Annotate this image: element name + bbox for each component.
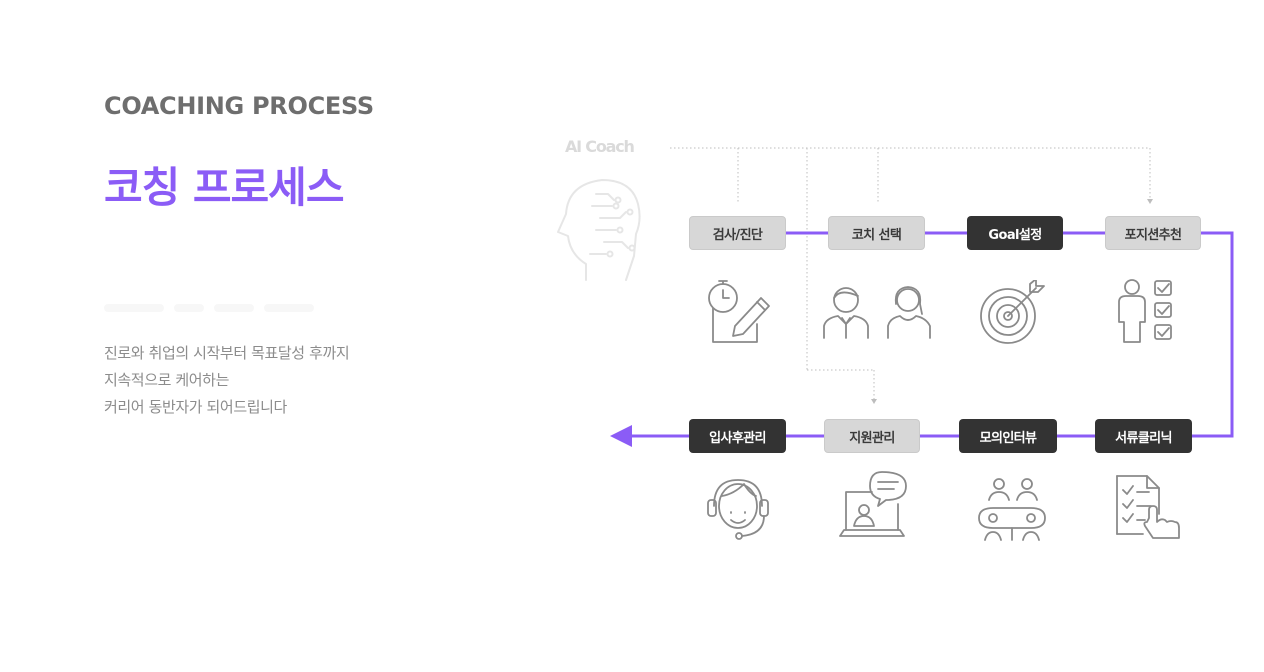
person-checklist-icon [1118,279,1172,343]
ai-coach-dotted-lines [670,147,1151,400]
coaches-icon [823,286,931,339]
document-hand-icon [1116,475,1180,539]
meeting-table-icon [978,478,1046,541]
headset-icon [707,479,769,540]
page-title: 코칭 프로세스 [104,163,344,212]
target-icon [980,280,1045,344]
ai-coach-label: AI Coach [565,137,635,156]
step-position-recommend: 포지션추천 [1105,216,1201,250]
step-assessment: 검사/진단 [689,216,786,250]
description: 진로와 취업의 시작부터 목표달성 후까지 지속적으로 케어하는 커리어 동반자… [104,340,350,421]
main-process-line [628,231,1234,438]
ai-head-icon [557,179,641,281]
faint-placeholder-line [104,304,344,314]
section-eyebrow: COACHING PROCESS [104,92,374,120]
step-mock-interview: 모의인터뷰 [959,419,1057,453]
step-goal-setting: Goal설정 [967,216,1063,250]
description-line: 진로와 취업의 시작부터 목표달성 후까지 [104,344,350,362]
step-post-hire-care: 입사후관리 [689,419,786,453]
arrow-head-icon [610,425,632,447]
chat-monitor-icon [839,471,907,537]
step-document-clinic: 서류클리닉 [1095,419,1192,453]
step-coach-select: 코치 선택 [828,216,925,250]
description-line: 지속적으로 케어하는 [104,371,229,389]
description-line: 커리어 동반자가 되어드립니다 [104,398,287,416]
step-application-care: 지원관리 [824,419,920,453]
stopwatch-pencil-icon [708,280,770,343]
